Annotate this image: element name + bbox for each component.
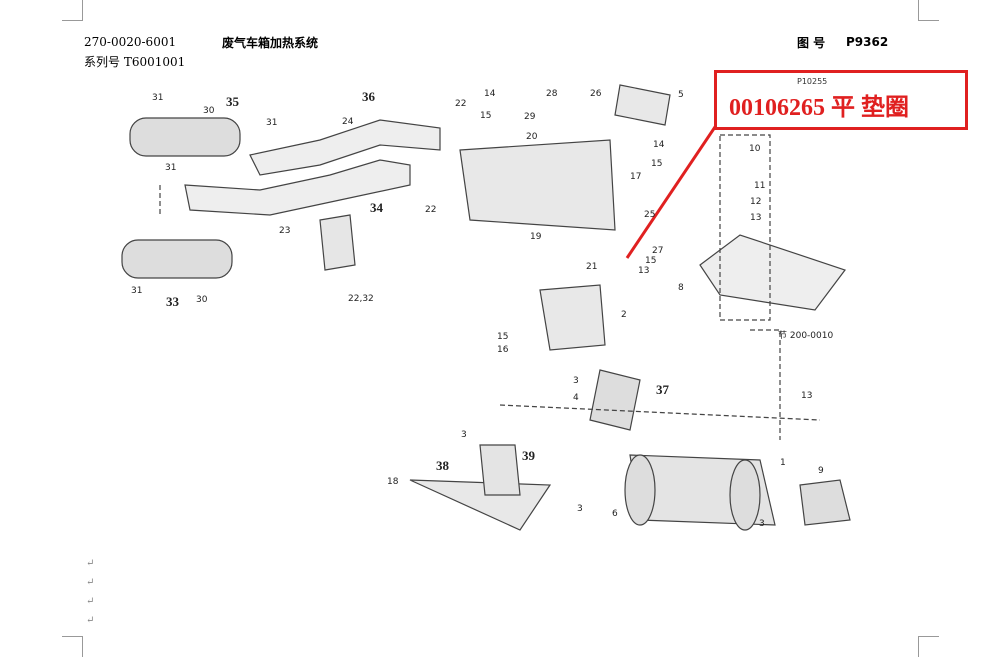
part-callout-label: 38 <box>436 458 450 473</box>
section-note: 节 200-0010 <box>778 330 833 341</box>
part-callout-label: 1 <box>780 458 786 468</box>
paragraph-mark: ↵ <box>86 558 95 569</box>
part-callout-label: 15 <box>651 159 662 169</box>
part-callout-label: 10 <box>749 144 761 154</box>
part-callout-label: 34 <box>370 200 384 215</box>
callout-leader-line <box>625 123 719 259</box>
part-callout-label: 28 <box>546 89 558 99</box>
part-callout-label: 20 <box>526 132 538 142</box>
part-callout-label: 13 <box>750 213 761 223</box>
part-callout-label: 17 <box>630 172 641 182</box>
flex-hose-33 <box>121 239 233 279</box>
part-callout-label: 13 <box>638 266 649 276</box>
callout-ref: P10255 <box>797 77 828 86</box>
part-callout-label: 14 <box>653 140 665 150</box>
part-callout-label: 14 <box>484 89 496 99</box>
part-callout-label: 11 <box>754 181 765 191</box>
bracket-22-32 <box>319 214 356 271</box>
paragraph-mark: ↵ <box>86 596 95 607</box>
part-callout-label: 4 <box>573 393 579 403</box>
part-callout-label: 21 <box>586 262 597 272</box>
pipe-38-39 <box>479 444 521 496</box>
part-callout-label: 16 <box>497 345 509 355</box>
part-callout-label: 5 <box>678 90 684 100</box>
part-callout-label: 31 <box>266 118 277 128</box>
part-callout-label: 23 <box>279 226 290 236</box>
manifold-17 <box>459 139 616 231</box>
part-callout-label: 18 <box>387 477 399 487</box>
part-callout-label: 15 <box>480 111 491 121</box>
page-corner-mark <box>918 0 939 21</box>
part-callout-label: 30 <box>203 106 215 116</box>
part-callout-label: 13 <box>801 391 812 401</box>
part-callout-label: 24 <box>342 117 354 127</box>
part-callout-label: 30 <box>196 295 208 305</box>
tailpipe-9 <box>799 479 851 526</box>
part-callout-label: 6 <box>612 509 618 519</box>
series-number: T6001001 <box>123 55 186 69</box>
part-callout-box: P10255 00106265 平 垫圈 <box>714 70 968 130</box>
page-corner-mark <box>62 636 83 657</box>
doc-title: 废气车箱加热系统 <box>222 36 319 50</box>
part-callout-label: 31 <box>152 93 163 103</box>
part-callout-label: 31 <box>131 286 142 296</box>
figure-label: 图 号 <box>797 36 826 50</box>
part-callout-label: 27 <box>652 246 663 256</box>
part-callout-label: 31 <box>165 163 176 173</box>
part-callout-label: 8 <box>678 283 684 293</box>
heat-shield-8 <box>699 234 846 311</box>
series-label: 系列号 <box>84 55 121 69</box>
pipe-36 <box>249 119 441 176</box>
tray-18 <box>409 479 552 531</box>
part-callout-label: 33 <box>166 294 180 309</box>
pipe-34 <box>184 159 411 216</box>
part-callout-label: 36 <box>362 89 376 104</box>
part-callout-label: 25 <box>644 210 655 220</box>
part-callout-label: 2 <box>621 310 627 320</box>
part-callout-label: 3 <box>577 504 583 514</box>
part-callout-label: 3 <box>759 519 765 529</box>
part-callout-label: 35 <box>226 94 240 109</box>
doc-code: 270-0020-6001 <box>84 35 177 49</box>
bracket-5 <box>614 84 671 126</box>
part-callout-label: 22 <box>455 99 466 109</box>
part-callout-label: 26 <box>590 89 602 99</box>
flex-hose-35 <box>129 117 241 157</box>
paragraph-mark: ↵ <box>86 615 95 626</box>
part-callout-label: 22 <box>425 205 436 215</box>
part-callout-label: 19 <box>530 232 542 242</box>
part-callout-label: 39 <box>522 448 536 463</box>
part-callout-label: 22,32 <box>348 294 374 304</box>
page-corner-mark <box>62 0 83 21</box>
flex-hose-37 <box>589 369 641 431</box>
part-callout-label: 9 <box>818 466 824 476</box>
page-corner-mark <box>918 636 939 657</box>
part-callout-label: 37 <box>656 382 670 397</box>
figure-number: P9362 <box>846 35 889 49</box>
callout-part-name: 平 垫圈 <box>831 95 909 121</box>
callout-part-number: 00106265 <box>729 95 825 121</box>
part-callout-label: 29 <box>524 112 536 122</box>
paragraph-mark: ↵ <box>86 577 95 588</box>
part-callout-label: 12 <box>750 197 761 207</box>
part-callout-label: 15 <box>497 332 508 342</box>
part-callout-label: 15 <box>645 256 656 266</box>
part-callout-label: 3 <box>461 430 467 440</box>
housing-2 <box>539 284 606 351</box>
part-callout-label: 3 <box>573 376 579 386</box>
